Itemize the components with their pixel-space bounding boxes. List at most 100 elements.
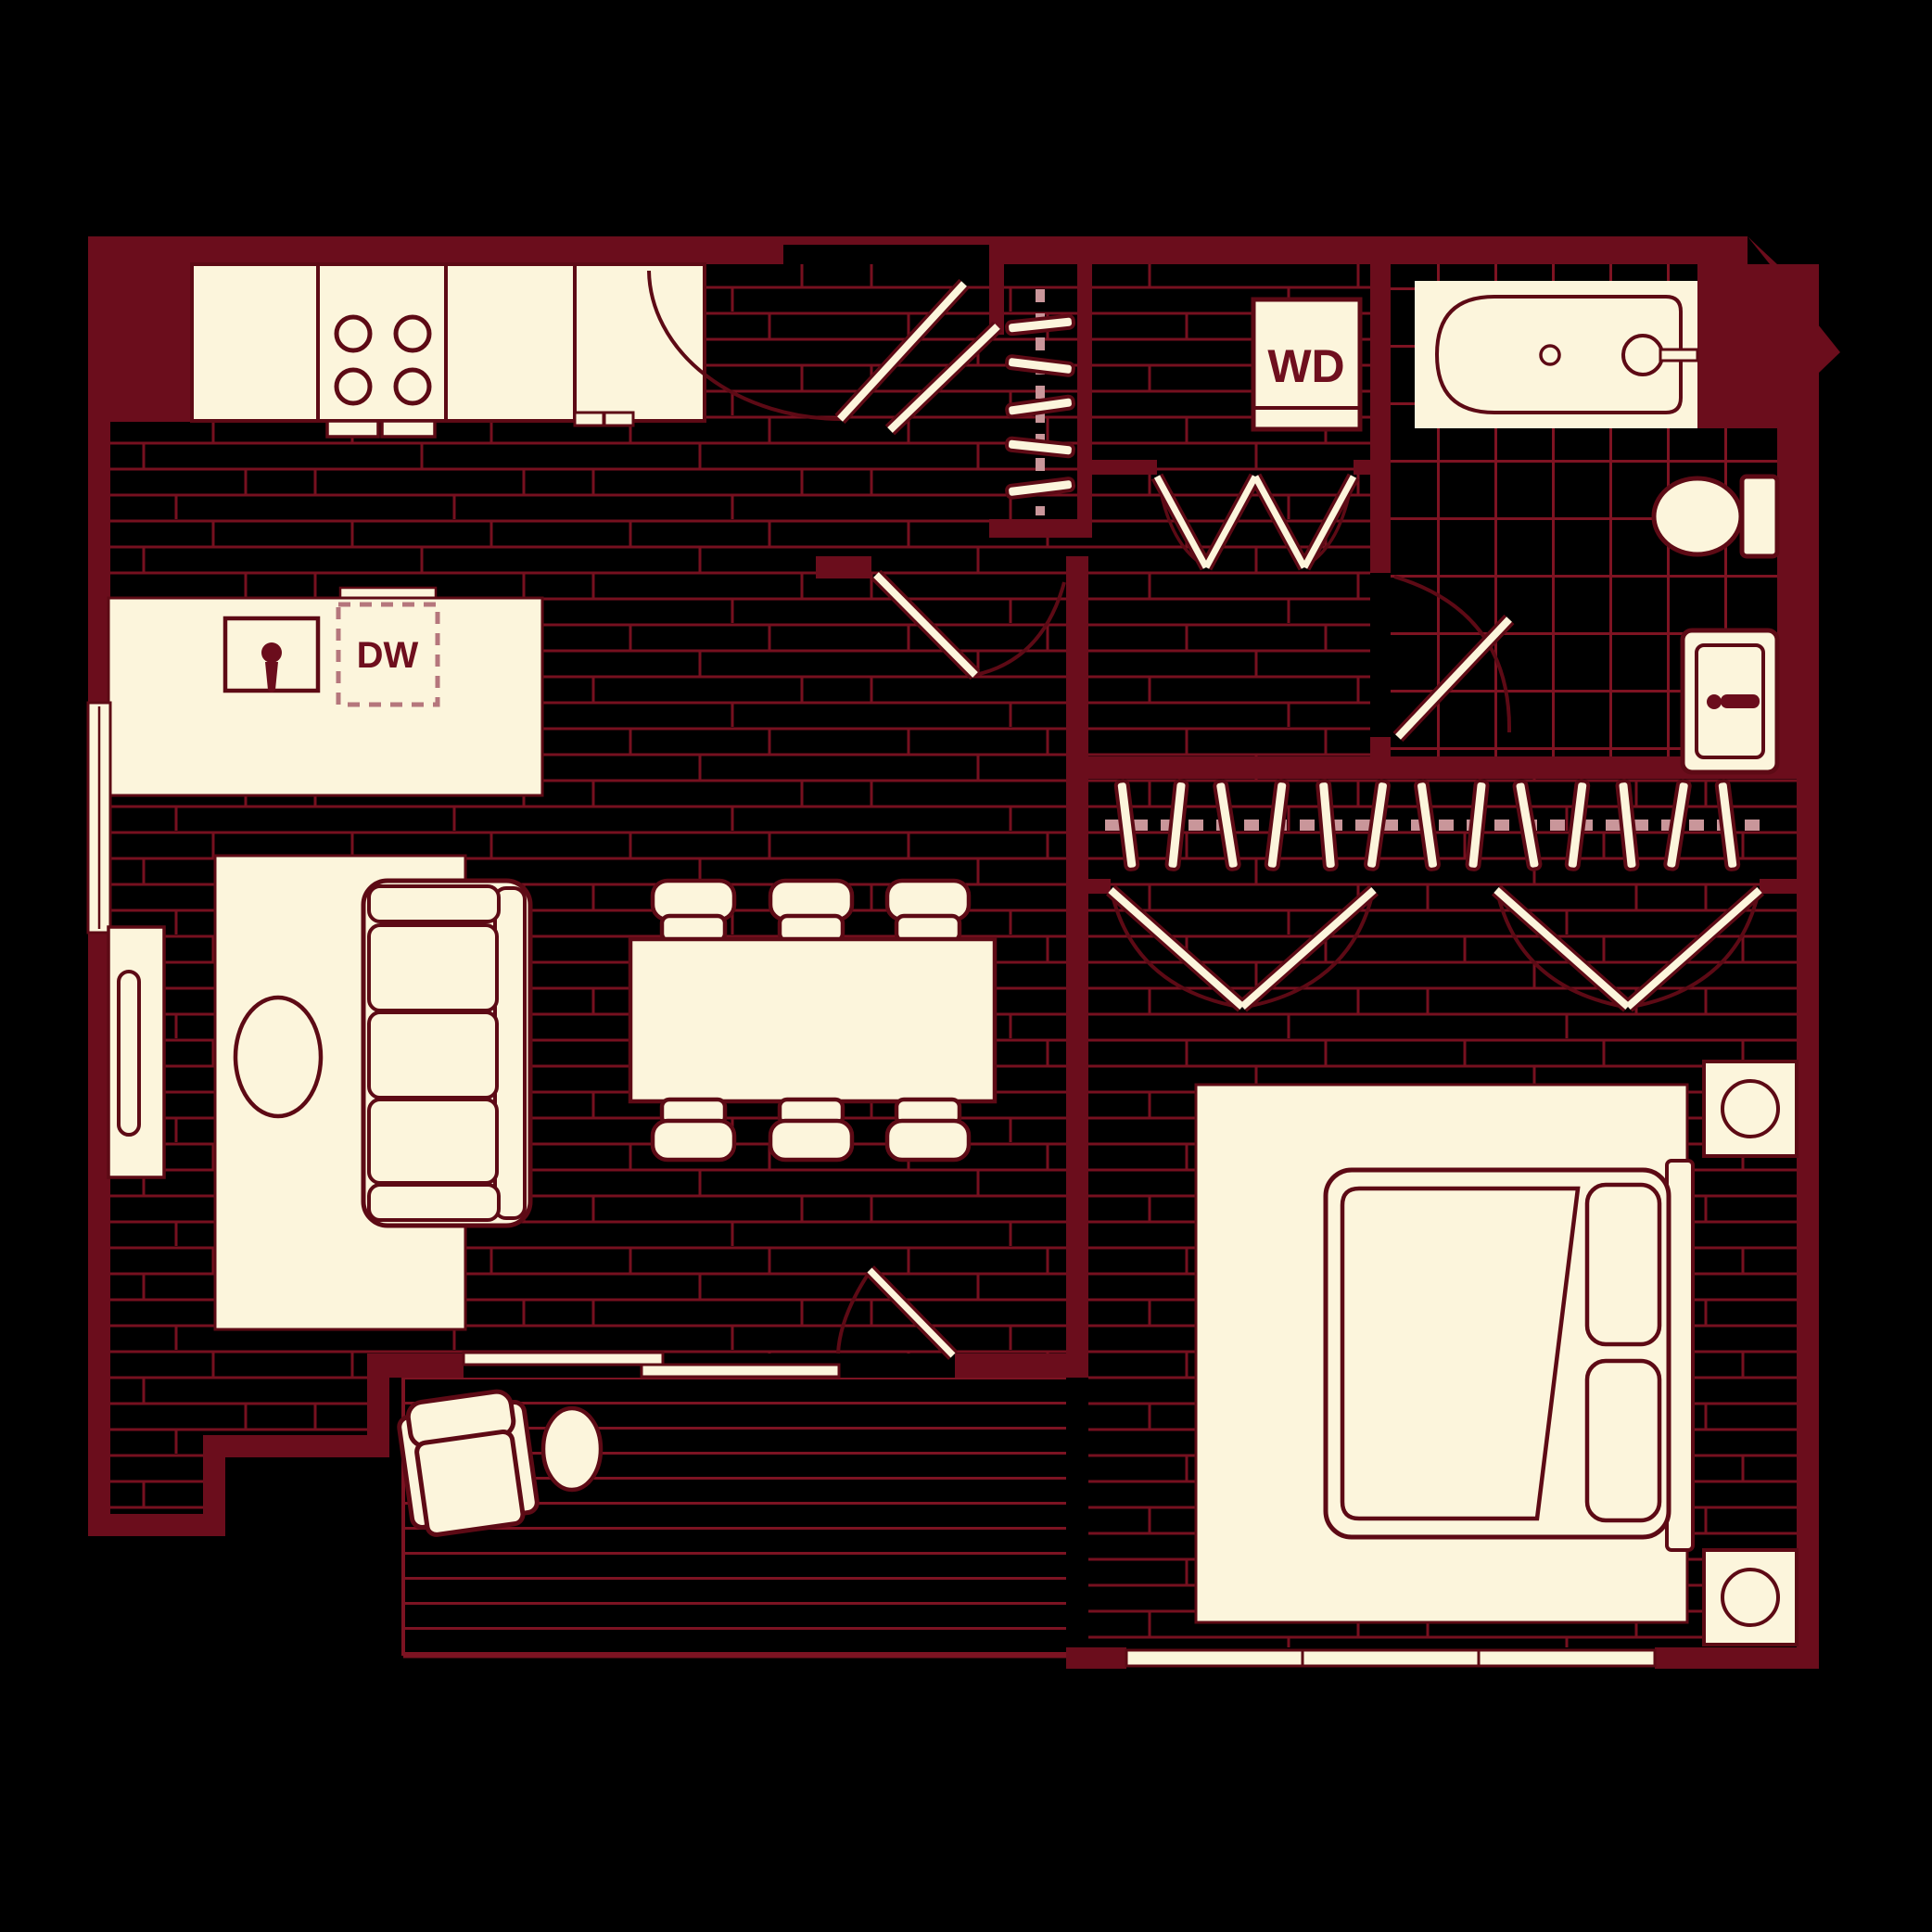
stove-burner-icon xyxy=(393,314,432,353)
wd-closet: WD xyxy=(1150,297,1363,571)
wall-bedroom-divider xyxy=(1066,556,1088,1378)
wall-bedroom-bottom-left xyxy=(1066,1647,1126,1669)
bifold-arc xyxy=(1245,895,1374,1009)
vanity-faucet-icon xyxy=(1707,694,1722,709)
wall-top-right xyxy=(989,236,1748,264)
hanger-icon xyxy=(1113,779,1140,871)
bathroom-wall-left-upper xyxy=(1370,264,1391,573)
sofa-armrest xyxy=(367,1183,501,1222)
door-leaf xyxy=(1395,616,1512,740)
wall-top-left xyxy=(88,236,783,264)
stove-front-tab xyxy=(380,419,437,439)
balcony-door-swing xyxy=(836,1265,959,1360)
coat-closet-wall-left xyxy=(989,264,1004,335)
door-swing-arc xyxy=(836,1270,871,1354)
hanger-icon xyxy=(1005,313,1076,337)
vanity-sink xyxy=(1680,628,1780,775)
stove-front-tab xyxy=(325,419,380,439)
closet-sill-left xyxy=(1088,879,1111,894)
hanger-icon xyxy=(1005,477,1076,500)
entry-door-swing xyxy=(647,270,1003,436)
patio-side-table xyxy=(540,1405,604,1493)
hanger-icon xyxy=(1615,779,1640,871)
sink-faucet-icon xyxy=(261,642,282,693)
coat-closet-wall-bottom xyxy=(989,519,1092,538)
bedroom-door-swing xyxy=(871,569,1066,680)
sofa-cushion xyxy=(367,1098,499,1185)
hanger-icon xyxy=(1465,779,1490,871)
bifold-door-leaves xyxy=(1153,475,1357,569)
lamp-icon xyxy=(1721,1568,1780,1627)
pillow xyxy=(1584,1182,1662,1347)
door-leaf xyxy=(887,324,1000,433)
hanger-icon xyxy=(1364,779,1391,871)
sofa xyxy=(361,878,533,1228)
armchair-seat xyxy=(414,1429,526,1537)
sofa-back xyxy=(493,886,527,1220)
bathroom-door-swing xyxy=(1392,575,1515,743)
washer-dryer-label: WD xyxy=(1267,340,1344,392)
bifold-door-leaves xyxy=(1108,887,1762,1010)
door-swing-arc xyxy=(974,581,1066,677)
hanger-icon xyxy=(1564,779,1591,871)
dishwasher-zone xyxy=(336,602,440,707)
bedroom-window xyxy=(1125,1648,1657,1668)
tub-spout-icon xyxy=(1659,348,1699,362)
closet-sill-right xyxy=(1760,879,1797,894)
door-swing-arc xyxy=(1393,575,1512,733)
kitchen-island xyxy=(107,596,544,797)
dining-chair xyxy=(650,878,737,944)
dining-chair xyxy=(650,1097,737,1163)
bifold-arc xyxy=(1631,895,1760,1009)
dining-chair xyxy=(768,878,855,944)
bathroom xyxy=(1392,281,1780,775)
patio-armchair xyxy=(397,1389,540,1537)
closet-hangers xyxy=(1113,779,1741,872)
stove-burner-icon xyxy=(334,314,373,353)
wall-bedroom-door-stub xyxy=(816,556,871,578)
hanger-icon xyxy=(1663,779,1692,871)
wall-balcony-left xyxy=(367,1354,464,1378)
cabinet-tab xyxy=(603,411,635,427)
stove-burner-icon xyxy=(334,367,373,406)
tub-drain-icon xyxy=(1539,344,1561,366)
toilet-icon xyxy=(1651,474,1780,559)
sofa-cushion xyxy=(367,923,499,1012)
dining-set xyxy=(628,878,998,1163)
hanger-icon xyxy=(1213,779,1241,871)
sofa-armrest xyxy=(367,884,501,923)
toilet-tank xyxy=(1739,474,1780,559)
wall-bath-bottom-closet-top xyxy=(1088,756,1797,779)
wall-bedroom-bottom-right xyxy=(1655,1647,1819,1669)
dining-chair xyxy=(768,1097,855,1163)
door-swing-arc xyxy=(647,270,843,421)
lamp-icon xyxy=(1721,1079,1780,1138)
hanger-icon xyxy=(1004,436,1075,459)
door-leaf xyxy=(873,572,978,678)
wd-closet-sill-right xyxy=(1354,460,1370,475)
window-bottom xyxy=(1125,1648,1657,1668)
toilet-bowl xyxy=(1651,476,1744,557)
hanger-icon xyxy=(1004,354,1075,377)
hanger-icon xyxy=(1264,779,1290,871)
hanger-icon xyxy=(1005,394,1075,419)
sliding-door xyxy=(462,1351,841,1379)
vanity-faucet-handle xyxy=(1721,694,1760,708)
bedroom-closet xyxy=(1105,779,1769,1012)
wall-fill-right-of-tub xyxy=(1697,264,1781,428)
cabinet-tab xyxy=(573,411,605,427)
kitchen: DW xyxy=(107,262,706,797)
stove xyxy=(334,314,432,406)
dining-chair xyxy=(884,878,972,944)
sofa-cushion xyxy=(367,1010,499,1099)
hanger-icon xyxy=(1714,779,1741,871)
balcony xyxy=(397,1265,959,1537)
pillow xyxy=(1584,1358,1662,1523)
dishwasher-label: DW xyxy=(357,635,419,676)
hanger-icon xyxy=(1512,779,1543,871)
kitchen-counter xyxy=(190,262,706,423)
entry-threshold xyxy=(783,236,989,245)
wall-left-lower xyxy=(88,932,110,1536)
